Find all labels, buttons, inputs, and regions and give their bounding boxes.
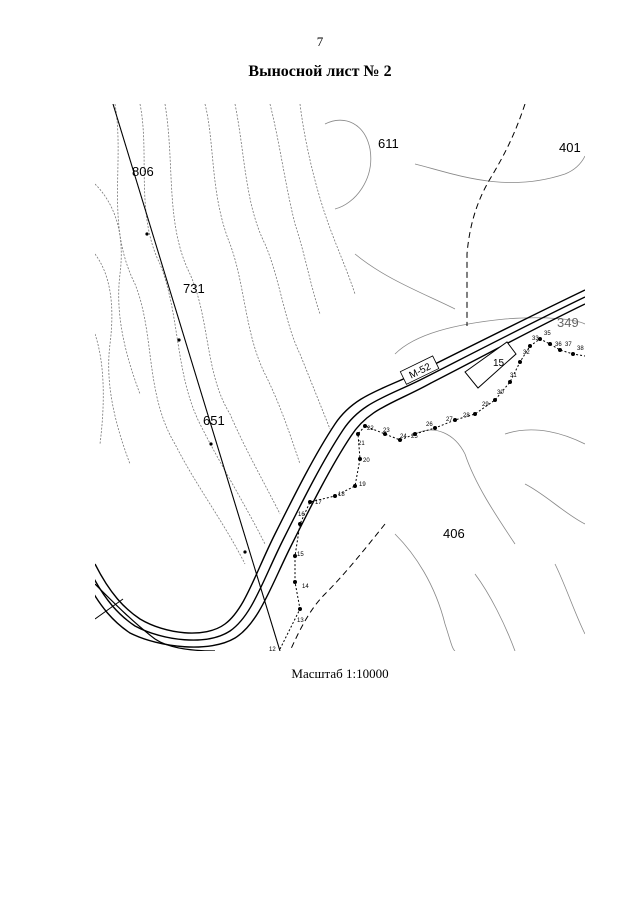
highway-m52 [95,289,585,648]
boundary-north [466,104,526,326]
point-label: 23 [383,428,390,434]
point-label: 21 [358,441,365,447]
point-label: 12 [269,647,276,651]
elevation-349: 349 [557,315,579,330]
survey-traverse [279,338,585,650]
page-number: 7 [316,34,324,49]
road-branch [95,598,124,620]
point-label: 16 [298,512,305,518]
point-label: 35 [544,331,551,337]
point-label: 29 [482,402,489,408]
point-label: 15 [297,552,304,558]
point-label: 26 [426,422,433,428]
power-line [112,104,281,651]
point-label: 18 [338,492,345,498]
point-label: 37 [565,342,572,348]
point-label: 33 [532,336,539,342]
point-label: 25 [411,434,418,440]
contour-lines-east [324,119,585,651]
survey-points [293,337,575,611]
survey-point-labels: 12 13 14 15 16 17 18 19 20 21 22 23 24 2… [269,331,584,651]
point-label: 13 [297,618,304,624]
point-label: 22 [367,426,374,432]
elevation-labels: 806 731 651 611 401 406 349 [132,136,581,541]
point-label: 17 [315,500,322,506]
point-label: 24 [400,434,407,440]
point-label: 28 [463,413,470,419]
elevation-651: 651 [203,413,225,428]
point-label: 14 [302,584,309,590]
elevation-611: 611 [378,136,399,151]
point-label: 38 [577,346,584,352]
elevation-401: 401 [559,140,581,155]
contour-lines [95,104,356,565]
elevation-731: 731 [183,281,205,296]
land-plot [464,341,517,389]
road-label: М-52 [408,361,434,381]
point-label: 20 [363,458,370,464]
secondary-road [95,583,216,651]
point-label: 30 [497,390,504,396]
elevation-406: 406 [443,526,465,541]
point-label: 36 [555,342,562,348]
map-canvas: М-52 15 12 13 14 15 16 17 18 19 20 21 22… [95,104,585,651]
power-line-poles [145,232,247,554]
plot-label: 15 [493,358,505,369]
sheet-title: Выносной лист № 2 [248,63,392,80]
scale-caption: Масштаб 1:10000 [291,666,389,681]
point-label: 31 [510,373,517,379]
boundary-south [289,523,386,651]
point-label: 27 [446,417,453,423]
point-label: 19 [359,482,366,488]
elevation-806: 806 [132,164,154,179]
point-label: 32 [523,350,530,356]
map: М-52 15 12 13 14 15 16 17 18 19 20 21 22… [95,104,585,651]
